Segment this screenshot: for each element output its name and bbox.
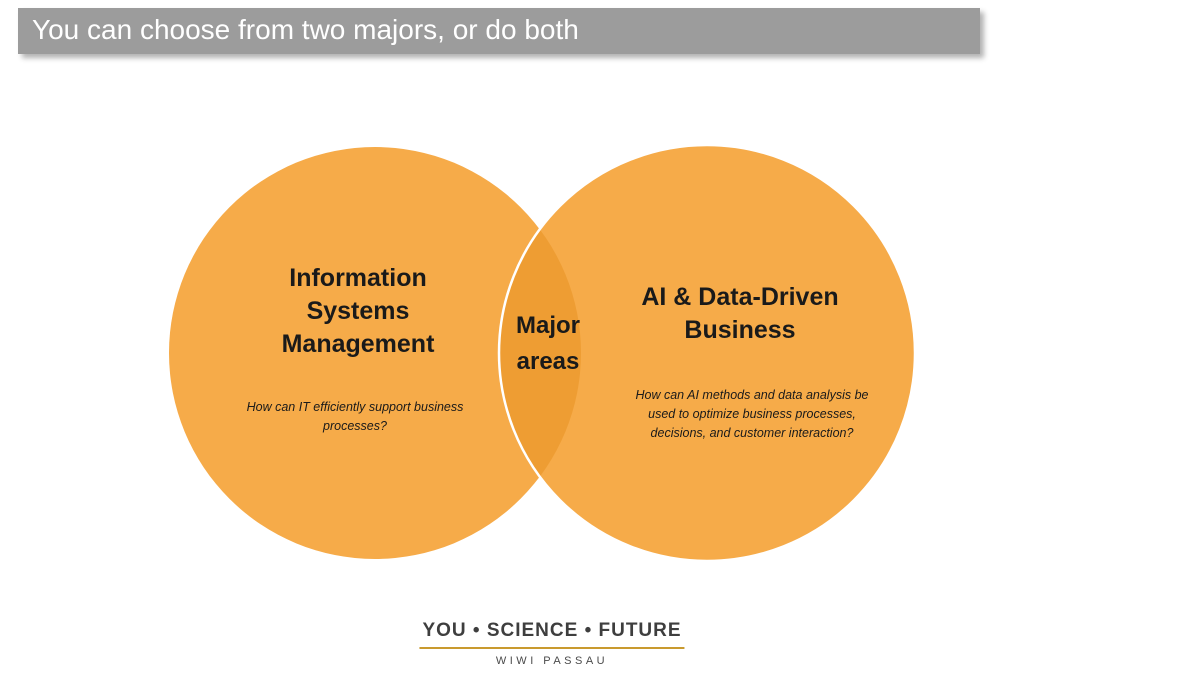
- overlap-label: Major areas: [515, 312, 580, 375]
- right-circle-title: AI & Data-Driven Business: [641, 283, 839, 344]
- footer-logo: YOU • SCIENCE • FUTURE WIWI PASSAU: [419, 620, 685, 667]
- right-circle-question: How can AI methods and data analysis be …: [635, 388, 869, 440]
- left-circle-question: How can IT efficiently support business …: [246, 400, 464, 433]
- right-circle: [499, 145, 915, 561]
- left-circle-title: Information Systems Management: [281, 264, 435, 358]
- footer-logo-subtitle: WIWI PASSAU: [495, 655, 609, 667]
- right-circle-outline: [497, 143, 917, 563]
- left-circle: [169, 147, 581, 559]
- slide-title-bar: You can choose from two majors, or do bo…: [18, 8, 980, 54]
- slide-title: You can choose from two majors, or do bo…: [32, 14, 579, 45]
- footer-logo-tagline: YOU • SCIENCE • FUTURE: [419, 620, 685, 649]
